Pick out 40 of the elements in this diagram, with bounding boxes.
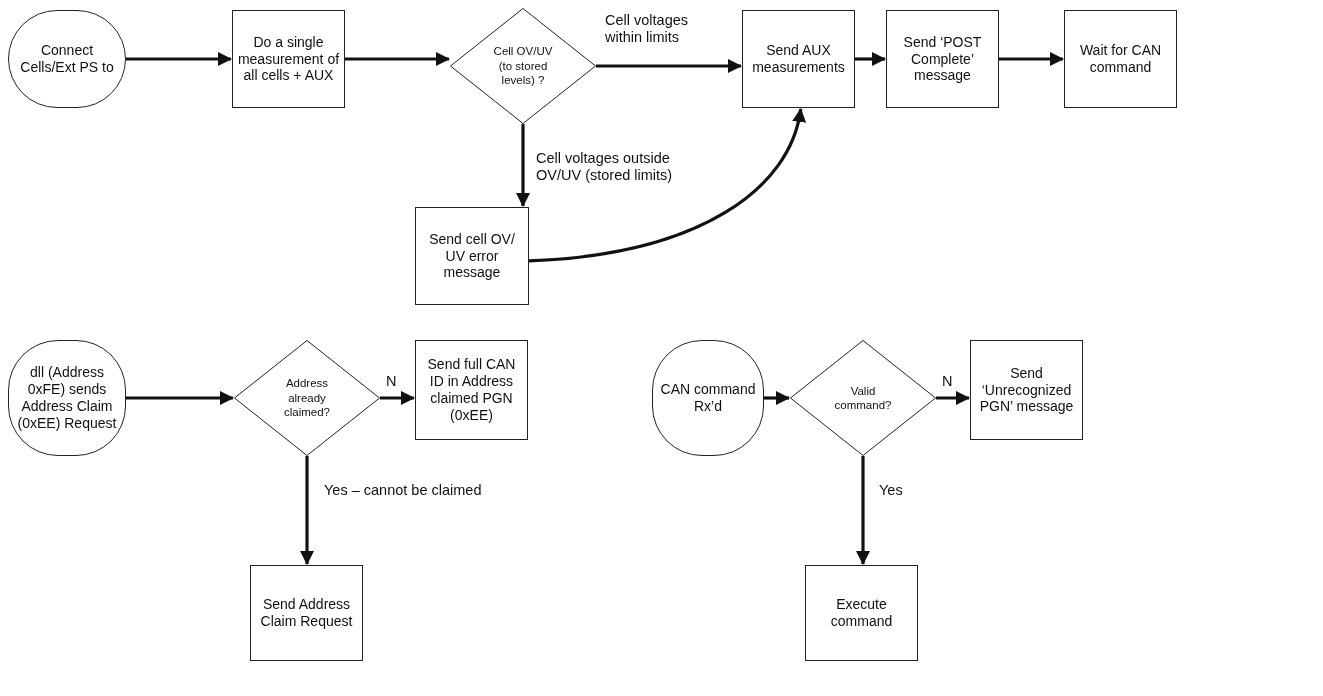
node-label: Execute command (829, 596, 894, 630)
decision-diamond (234, 340, 380, 456)
arrow (345, 52, 450, 66)
node-label: Do a single measurement of all cells + AUX (237, 33, 340, 85)
arrow (300, 456, 314, 565)
arrow (855, 52, 886, 66)
process-box (970, 340, 1083, 440)
node-label: CAN command Rx’d (659, 381, 757, 415)
decision-diamond (450, 8, 596, 124)
decision-diamond (790, 340, 936, 456)
arrow (516, 124, 530, 207)
node-label: Send ‘Unrecognized PGN’ message (978, 364, 1075, 416)
process-box (805, 565, 918, 661)
arrow (380, 391, 415, 405)
process-box (232, 10, 345, 108)
process-box (250, 565, 363, 661)
arrow (126, 52, 232, 66)
node-label: Send ‘POST Complete’ message (902, 33, 983, 85)
node-label: Valid command? (833, 383, 893, 413)
node-label: Address already claimed? (283, 376, 331, 420)
node-label: Send full CAN ID in Address claimed PGN (0xEE) (426, 356, 517, 424)
process-box (742, 10, 855, 108)
process-box (886, 10, 999, 108)
arrow (936, 391, 970, 405)
arrow (856, 456, 870, 565)
arrow (999, 52, 1064, 66)
arrow (596, 59, 742, 73)
arrow (528, 108, 805, 263)
node-label: Connect Cells/Ext PS to (19, 42, 115, 76)
process-box (415, 207, 529, 305)
node-label: dll (Address 0xFE) sends Address Claim (0xEE) Request (16, 364, 118, 432)
node-label: Cell OV/UV (to stored levels) ? (492, 44, 554, 88)
arrow (764, 391, 790, 405)
process-box (415, 340, 528, 440)
node-label: Send AUX measurements (751, 42, 846, 76)
arrow (126, 391, 234, 405)
process-box (1064, 10, 1177, 108)
node-label: Send Address Claim Request (259, 596, 354, 630)
node-label: Wait for CAN command (1078, 42, 1163, 76)
node-label: Send cell OV/ UV error message (428, 230, 516, 282)
